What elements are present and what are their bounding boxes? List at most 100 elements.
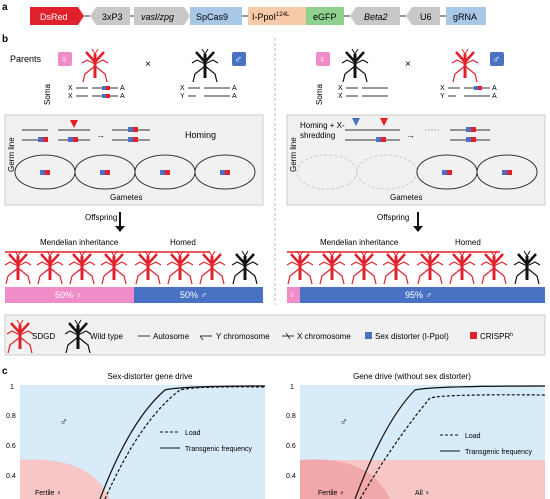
gametes-label: Gametes	[110, 193, 142, 202]
svg-text:X: X	[180, 85, 185, 92]
left-scenario: Parents ♀ × ♂ Soma X X A A X Y A A Germ …	[3, 47, 264, 303]
svg-text:1: 1	[290, 384, 294, 391]
construct-label-vas: vasl/zpg	[141, 12, 174, 22]
mendelian-label: Mendelian inheritance	[40, 238, 119, 247]
construct-segment-vas	[134, 7, 190, 25]
construct-label-grna: gRNA	[453, 12, 477, 22]
female-percent-label: ♀	[289, 290, 296, 300]
female-symbol: ♀	[60, 54, 68, 66]
legend-transgenic-frequency: Transgenic frequency	[185, 446, 253, 453]
svg-text:0.6: 0.6	[286, 443, 296, 450]
svg-text:0.8: 0.8	[6, 413, 16, 420]
construct-segment-ippoi	[248, 7, 306, 25]
construct-label-dsred: DsRed	[40, 12, 68, 22]
germline-box	[286, 114, 546, 206]
gametes-label: Gametes	[390, 193, 422, 202]
female-proportion-bar	[5, 287, 134, 303]
soma-label: Soma	[315, 84, 324, 105]
female-percent-label: 50% ♀	[55, 290, 82, 300]
construct-label-beta2: Beta2	[364, 12, 388, 22]
panel-a-label: a	[2, 2, 8, 13]
male-symbol: ♂	[492, 54, 500, 66]
offspring-label: Offspring	[377, 213, 409, 222]
transgenic-frequency-curve	[354, 385, 546, 499]
legend-load: Load	[185, 430, 201, 437]
panel-b-label: b	[2, 34, 8, 45]
construct-segment-spcas9	[190, 7, 242, 25]
male-proportion-bar	[134, 287, 263, 303]
construct-label-spcas9: SpCas9	[196, 12, 228, 22]
svg-text:0.6: 0.6	[6, 443, 16, 450]
construct-label-egfp: eGFP	[313, 12, 337, 22]
construct-segment-dsred	[30, 7, 84, 25]
male-proportion-bar	[299, 287, 545, 303]
svg-text:Y: Y	[440, 93, 445, 100]
right-scenario: ♀ × ♂ Soma XX X Y A A Germ line Homing +…	[285, 47, 546, 303]
homing-label: Homing	[185, 130, 216, 140]
svg-text:1: 1	[10, 384, 14, 391]
fertile-female-label: Fertile ♀	[35, 490, 62, 497]
svg-text:Y: Y	[180, 93, 185, 100]
all-female-label: All ♀	[415, 490, 430, 497]
svg-text:0.8: 0.8	[286, 413, 296, 420]
cross-symbol: ×	[405, 59, 411, 70]
cross-symbol: ×	[145, 59, 151, 70]
fertile-female-label: Fertile ♀	[318, 490, 345, 497]
sdgd-male-parent	[450, 47, 480, 84]
soma-label: Soma	[43, 84, 52, 105]
female-proportion-bar	[287, 287, 300, 303]
fertile-female-region	[20, 459, 110, 499]
male-region-symbol: ♂	[340, 417, 348, 428]
homing-label-line2: shredding	[300, 131, 335, 140]
legend-sdgd: SDGD	[32, 332, 55, 341]
legend-load: Load	[465, 433, 481, 440]
load-curve	[359, 394, 546, 499]
male-percent-label: 95% ♂	[405, 290, 432, 300]
svg-text:X: X	[338, 85, 343, 92]
chart-title: Gene drive (without sex distorter)	[353, 372, 471, 381]
homed-label: Homed	[170, 238, 196, 247]
homed-label: Homed	[455, 238, 481, 247]
female-symbol: ♀	[318, 54, 326, 66]
svg-text:A: A	[120, 85, 125, 92]
construct-label-u6: U6	[420, 12, 432, 22]
construct-label-3xp3: 3xP3	[102, 12, 123, 22]
construct-segment-egfp	[306, 7, 344, 25]
svg-text:A: A	[232, 85, 237, 92]
germline-label: Germ line	[289, 137, 298, 172]
chart-title: Sex-distorter gene drive	[108, 372, 193, 381]
svg-text:X: X	[68, 93, 73, 100]
svg-text:A: A	[232, 93, 237, 100]
legend-autosome: Autosome	[153, 332, 190, 341]
panel-c-label: c	[2, 366, 8, 377]
offspring-label: Offspring	[85, 213, 117, 222]
chart-sex-distorter: Sex-distorter gene drive 1 0.8 0.6 0.4 ♂…	[6, 372, 266, 499]
male-percent-label: 50% ♂	[180, 290, 207, 300]
svg-text:X: X	[68, 85, 73, 92]
sdgd-female-parent	[80, 47, 110, 84]
construct-segment-beta2	[350, 7, 400, 25]
legend-y-chromosome: Y chromosome	[216, 332, 270, 341]
legend: SDGD Wild type Autosome Y chromosome X c…	[4, 314, 546, 356]
construct-segment-grna	[446, 7, 486, 25]
svg-text:0.4: 0.4	[286, 473, 296, 480]
wild-type-female-parent	[340, 47, 370, 84]
chart-gene-drive: Gene drive (without sex distorter) 1 0.8…	[286, 372, 546, 499]
legend-transgenic-frequency: Transgenic frequency	[465, 449, 533, 456]
legend-x-chromosome: X chromosome	[297, 332, 351, 341]
svg-text:X: X	[440, 85, 445, 92]
parents-label: Parents	[10, 54, 42, 64]
svg-text:0.4: 0.4	[6, 473, 16, 480]
svg-text:A: A	[120, 93, 125, 100]
male-symbol: ♂	[234, 54, 242, 66]
svg-text:→: →	[96, 130, 105, 140]
construct-segment-3xp3	[90, 7, 130, 25]
svg-text:A: A	[492, 85, 497, 92]
construct-label-ippoi: I-PpoI124L	[252, 12, 290, 22]
legend-wild-type: Wild type	[90, 332, 123, 341]
legend-crispr: CRISPRh	[480, 332, 513, 341]
svg-text:X: X	[338, 93, 343, 100]
wild-type-male-parent	[190, 47, 220, 84]
mendelian-label: Mendelian inheritance	[320, 238, 399, 247]
legend-sex-distorter: Sex distorter (I-PpoI)	[375, 332, 449, 341]
